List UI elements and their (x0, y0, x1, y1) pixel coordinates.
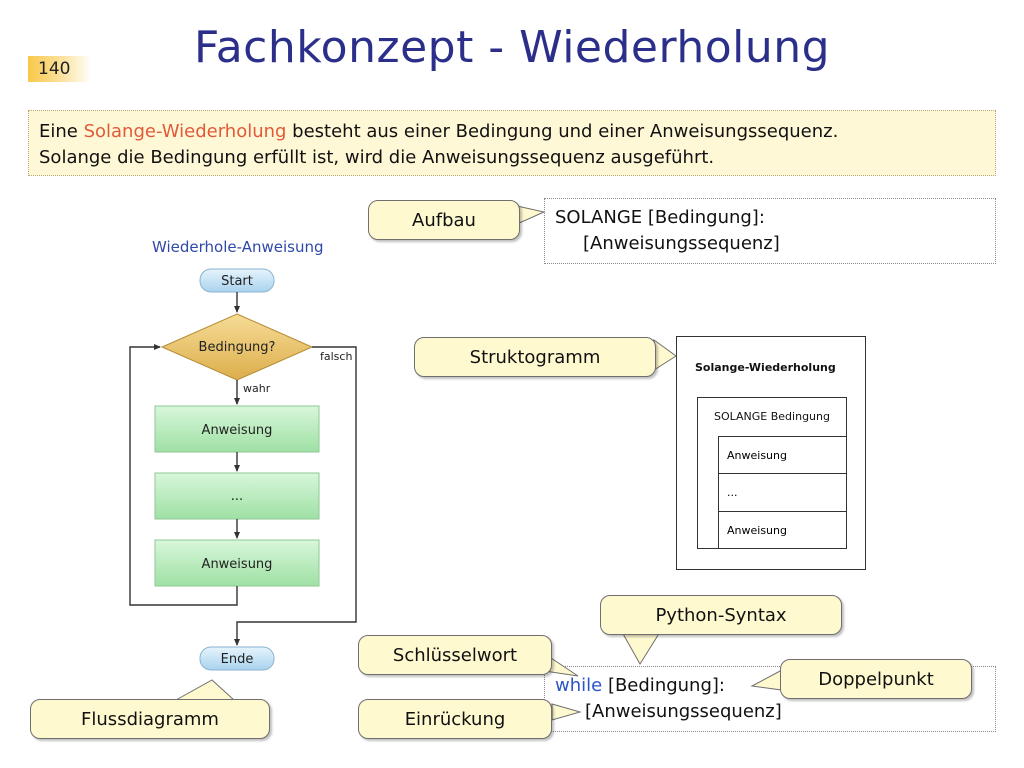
intro-box: Eine Solange-Wiederholung besteht aus ei… (28, 110, 996, 176)
struktogramm-condition: SOLANGE Bedingung (714, 410, 830, 423)
slide-title: Fachkonzept - Wiederholung (193, 22, 831, 73)
schluesselwort-callout: Schlüsselwort (358, 635, 552, 675)
intro-line-1: Eine Solange-Wiederholung besteht aus ei… (39, 119, 985, 145)
flowchart-step-1-label: Anweisung (202, 423, 273, 438)
intro-line-2: Solange die Bedingung erfüllt ist, wird … (39, 147, 715, 168)
aufbau-box: SOLANGE [Bedingung]: [Anweisungssequenz] (544, 198, 996, 264)
struktogramm-callout: Struktogramm (414, 337, 656, 377)
struktogramm-body: Anweisung ... Anweisung (718, 436, 847, 549)
struktogramm: Solange-Wiederholung SOLANGE Bedingung A… (676, 336, 866, 570)
python-line-2: [Anweisungssequenz] (585, 701, 782, 722)
slide-number: 140 (28, 56, 92, 82)
doppelpunkt-callout-pointer (750, 669, 783, 691)
flowchart-false-label: falsch (320, 350, 352, 363)
flussdiagramm-callout: Flussdiagramm (30, 699, 270, 739)
flowchart-condition-label: Bedingung? (199, 340, 276, 355)
flowchart-true-label: wahr (243, 382, 271, 395)
flowchart-step-2-label: ... (231, 489, 243, 504)
flowchart-title: Wiederhole-Anweisung (152, 238, 324, 256)
aufbau-callout-pointer (516, 205, 546, 225)
struktogramm-title: Solange-Wiederholung (695, 361, 836, 374)
aufbau-line-1: SOLANGE [Bedingung]: (555, 207, 765, 228)
python-syntax-callout: Python-Syntax (600, 595, 842, 635)
doppelpunkt-callout: Doppelpunkt (780, 659, 972, 699)
einrueckung-callout-pointer (551, 703, 582, 721)
intro-line-1-post: besteht aus einer Bedingung und einer An… (286, 121, 839, 142)
flowchart-step-3-label: Anweisung (202, 557, 273, 572)
struktogramm-row: Anweisung (719, 436, 847, 473)
python-syntax-callout-pointer (621, 631, 661, 665)
flowchart-step-2 (154, 472, 320, 520)
python-keyword: while (555, 675, 603, 696)
einrueckung-callout: Einrückung (358, 699, 552, 739)
struktogramm-row: Anweisung (719, 511, 847, 549)
flow-arrow-loop-back (129, 344, 238, 606)
flussdiagramm-callout-pointer (174, 679, 236, 701)
struktogramm-row: ... (719, 473, 847, 511)
flowchart-step-1 (154, 405, 320, 453)
struktogramm-loop-block: SOLANGE Bedingung Anweisung ... Anweisun… (697, 397, 847, 549)
flowchart-end-node (199, 646, 275, 671)
flowchart-end-label: Ende (221, 652, 254, 667)
intro-highlight: Solange-Wiederholung (83, 121, 287, 142)
python-line-1-rest: [Bedingung]: (602, 675, 725, 696)
flowchart-step-3 (154, 539, 320, 587)
flowchart-start-label: Start (221, 274, 253, 289)
aufbau-callout: Aufbau (368, 200, 520, 240)
flow-arrow-false (234, 346, 357, 646)
python-line-1: while [Bedingung]: (555, 673, 985, 699)
aufbau-line-2: [Anweisungssequenz] (583, 233, 780, 254)
intro-line-1-pre: Eine (39, 121, 84, 142)
struktogramm-callout-pointer (653, 339, 677, 371)
